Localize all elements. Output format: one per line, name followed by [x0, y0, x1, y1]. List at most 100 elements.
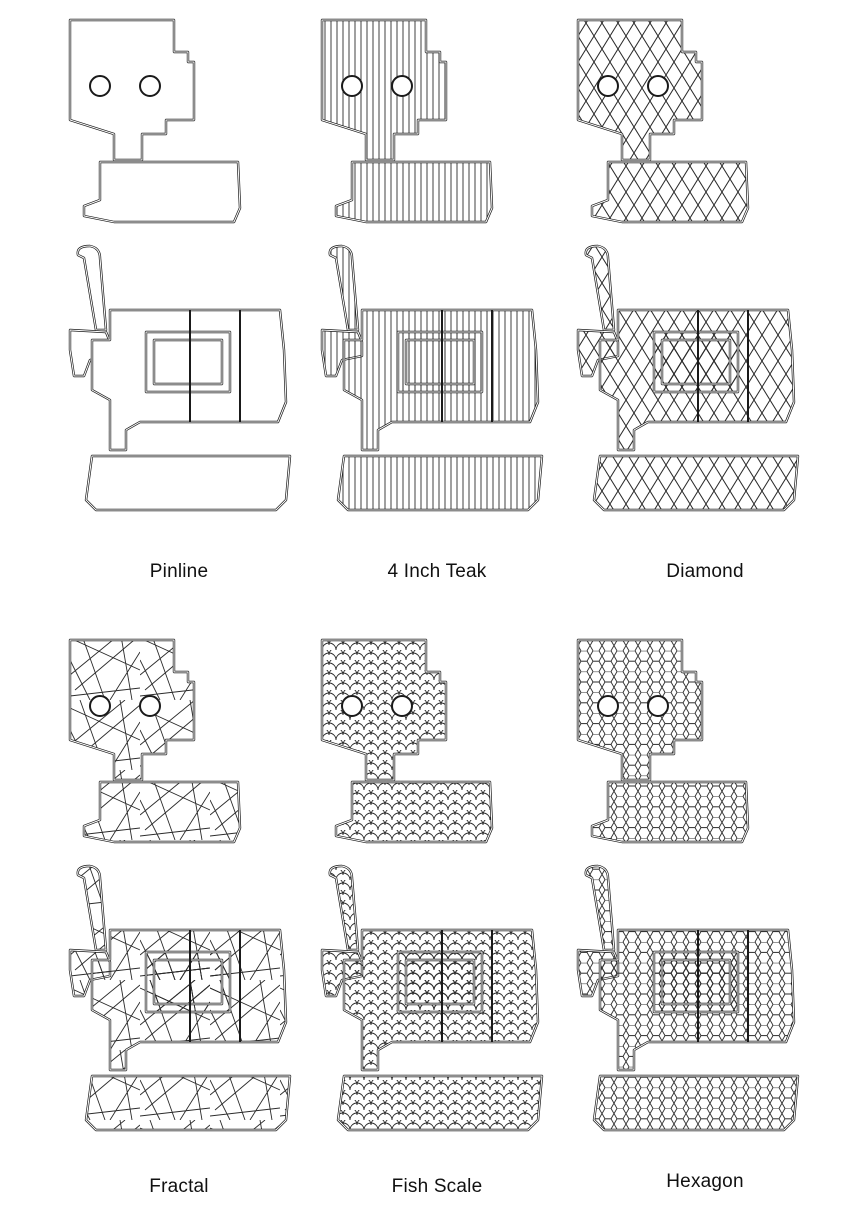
deck-panel-pinline	[321, 949, 363, 997]
deck-panel	[68, 638, 196, 782]
deck-panel-pinline	[337, 1075, 543, 1131]
deck-panel	[404, 958, 476, 1006]
deck-panel	[76, 244, 108, 332]
deck-panel-pinline	[321, 19, 447, 161]
deck-kit-diamond	[576, 18, 800, 512]
deck-panel-pinline	[577, 329, 619, 377]
deck-panel	[76, 864, 108, 952]
deck-kit-hexagon	[576, 638, 800, 1132]
deck-panel-pinline	[77, 245, 107, 331]
deck-panel-pinline	[335, 781, 493, 843]
deck-panel-pinline	[321, 639, 447, 781]
deck-panel	[576, 18, 704, 162]
deck-panel	[152, 338, 224, 386]
cup-holder-cutout	[597, 75, 619, 97]
deck-panel-pinline	[145, 331, 231, 393]
deck-panel-pinline	[329, 865, 359, 951]
deck-panel	[592, 1074, 800, 1132]
deck-panel-pinline	[91, 309, 287, 451]
deck-panel-pinline	[599, 309, 795, 451]
deck-panel	[584, 244, 616, 332]
deck-panel	[84, 454, 292, 512]
deck-panel	[590, 160, 750, 224]
deck-panel-pinline	[591, 161, 749, 223]
deck-panel	[576, 638, 704, 782]
deck-panel-pinline	[661, 339, 731, 385]
deck-panel-pinline	[593, 455, 799, 511]
deck-panel	[336, 1074, 544, 1132]
deck-kit-fractal	[68, 638, 292, 1132]
deck-panel-pinline	[599, 929, 795, 1071]
deck-panel	[590, 780, 750, 844]
deck-panel-pinline	[69, 329, 111, 377]
deck-panel-pinline	[343, 929, 539, 1071]
cup-holder-cutout	[391, 75, 413, 97]
cup-holder-cutout	[89, 695, 111, 717]
deck-panel-pinline	[69, 19, 195, 161]
deck-panel	[82, 160, 242, 224]
deck-panel-pinline	[77, 865, 107, 951]
deck-panel	[152, 958, 224, 1006]
pattern-label-fish-scale: Fish Scale	[391, 1176, 483, 1197]
cup-holder-cutout	[341, 695, 363, 717]
deck-panel	[584, 864, 616, 952]
deck-panel-pinline	[405, 339, 475, 385]
deck-panel-pinline	[335, 161, 493, 223]
deck-panel	[334, 780, 494, 844]
deck-panel-pinline	[585, 865, 615, 951]
deck-panel-pinline	[591, 781, 749, 843]
deck-panel	[328, 244, 360, 332]
cup-holder-cutout	[391, 695, 413, 717]
deck-panel-pinline	[653, 951, 739, 1013]
deck-panel-pinline	[153, 959, 223, 1005]
cup-holder-cutout	[139, 695, 161, 717]
cup-holder-cutout	[597, 695, 619, 717]
deck-panel-pinline	[85, 455, 291, 511]
deck-panel-pinline	[69, 639, 195, 781]
deck-panel	[334, 160, 494, 224]
deck-kit-fishscale	[320, 638, 544, 1132]
deck-panel-pinline	[397, 331, 483, 393]
deck-panel	[320, 18, 448, 162]
deck-panel-pinline	[405, 959, 475, 1005]
deck-panel-pinline	[321, 329, 363, 377]
deck-panel-pinline	[593, 1075, 799, 1131]
deck-panel	[592, 454, 800, 512]
deck-panel-pinline	[653, 331, 739, 393]
deck-panel	[84, 1074, 292, 1132]
deck-panel	[404, 338, 476, 386]
cup-holder-cutout	[647, 695, 669, 717]
cup-holder-cutout	[647, 75, 669, 97]
pattern-label-4-inch-teak: 4 Inch Teak	[387, 561, 487, 582]
deck-panel-pinline	[337, 455, 543, 511]
deck-panel-pinline	[661, 959, 731, 1005]
deck-panel	[336, 454, 544, 512]
pattern-label-pinline: Pinline	[149, 561, 209, 582]
deck-panel-pinline	[83, 161, 241, 223]
deck-panel-pinline	[91, 929, 287, 1071]
cup-holder-cutout	[341, 75, 363, 97]
deck-panel	[320, 638, 448, 782]
deck-panel-pinline	[153, 339, 223, 385]
cup-holder-cutout	[89, 75, 111, 97]
deck-panel-pinline	[85, 1075, 291, 1131]
pattern-label-diamond: Diamond	[666, 561, 744, 582]
deck-panel-pinline	[577, 639, 703, 781]
deck-panel	[660, 958, 732, 1006]
deck-panel-pinline	[83, 781, 241, 843]
deck-panel-pinline	[577, 19, 703, 161]
deck-panel-pinline	[69, 949, 111, 997]
deck-panel	[328, 864, 360, 952]
pattern-label-fractal: Fractal	[149, 1176, 209, 1197]
cup-holder-cutout	[139, 75, 161, 97]
deck-panel-pinline	[145, 951, 231, 1013]
deck-panel	[68, 18, 196, 162]
deck-kit-teak	[320, 18, 544, 512]
deck-panel	[660, 338, 732, 386]
deck-panel	[82, 780, 242, 844]
deck-panel-pinline	[343, 309, 539, 451]
deck-panel-pinline	[585, 245, 615, 331]
deck-panel-pinline	[577, 949, 619, 997]
